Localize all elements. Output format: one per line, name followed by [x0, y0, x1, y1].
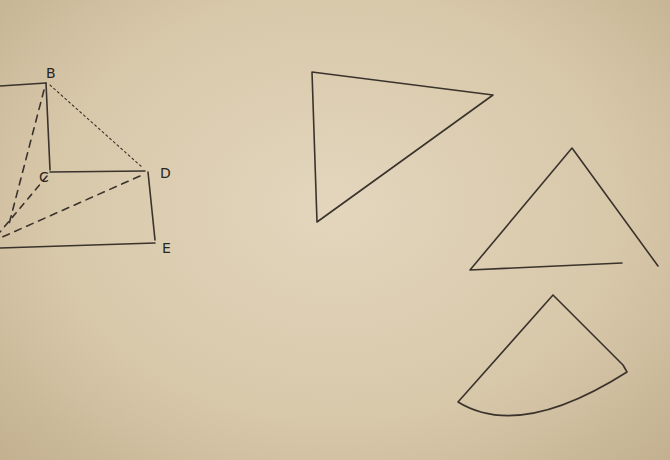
- edge-line: [148, 172, 155, 240]
- edge-line: [0, 243, 155, 248]
- point-label: E: [162, 241, 171, 255]
- hidden-line: [0, 176, 140, 238]
- point-label: B: [46, 66, 56, 80]
- edge-line: [46, 83, 50, 170]
- point-label: D: [160, 166, 171, 180]
- triangle: [470, 148, 658, 270]
- edge-line: [0, 83, 46, 86]
- hidden-line: [8, 90, 44, 228]
- triangle: [312, 72, 493, 222]
- point-label: C: [39, 170, 49, 184]
- hidden-line: [0, 176, 47, 232]
- sector: [458, 295, 627, 416]
- edge-line: [50, 171, 145, 172]
- dotted-line: [50, 85, 143, 168]
